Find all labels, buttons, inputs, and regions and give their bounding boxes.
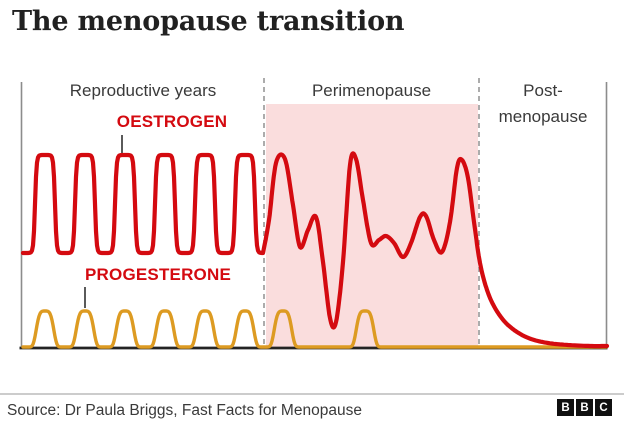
bbc-logo-block-3: C [595,399,612,416]
page-title: The menopause transition [12,6,405,37]
bbc-letter: B [561,401,570,414]
oestrogen-pointer-line [121,135,123,153]
bbc-letter: C [599,401,608,414]
bbc-logo-block-1: B [557,399,574,416]
bbc-logo: B B C [557,399,612,416]
footer-divider [0,393,624,395]
progesterone-pointer-line [84,287,86,308]
phase-label-post-menopause: Post-menopause [498,81,588,126]
source-attribution: Source: Dr Paula Briggs, Fast Facts for … [7,402,362,419]
phase-label-reproductive-years: Reproductive years [69,81,217,100]
progesterone-series-label: PROGESTERONE [85,265,231,284]
oestrogen-series-label: OESTROGEN [116,112,228,131]
phase-label-perimenopause: Perimenopause [311,81,432,100]
bbc-letter: B [580,401,589,414]
bbc-logo-block-2: B [576,399,593,416]
